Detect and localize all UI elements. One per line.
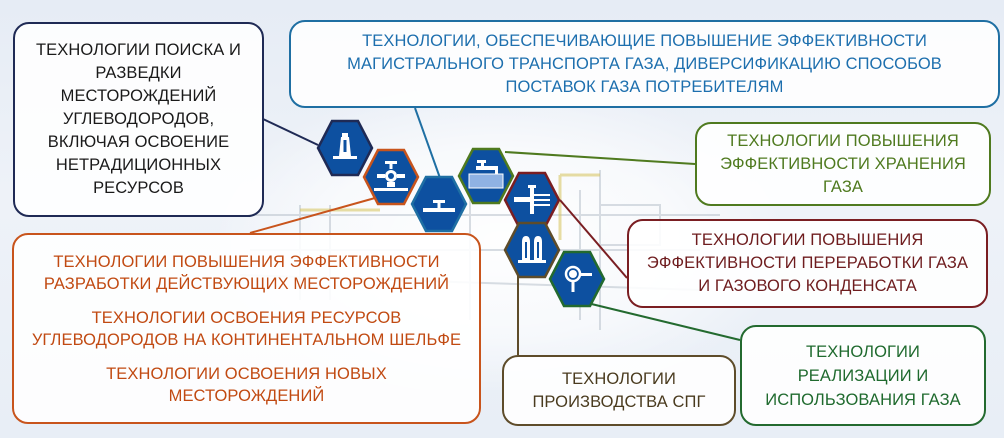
- box-line: ТЕХНОЛОГИИ ПОВЫШЕНИЯ: [727, 131, 959, 150]
- box-transport-technologies: ТЕХНОЛОГИИ, ОБЕСПЕЧИВАЮЩИЕ ПОВЫШЕНИЕ ЭФФ…: [289, 20, 1000, 108]
- box-line: ЭФФЕКТИВНОСТИ ХРАНЕНИЯ: [720, 154, 966, 173]
- connector-transport: [414, 107, 441, 179]
- connector-usage: [574, 299, 741, 341]
- hex-gas-usage[interactable]: [548, 250, 606, 308]
- box-line: НЕТРАДИЦИОННЫХ: [55, 156, 222, 174]
- drilling-rig-icon: [333, 133, 357, 159]
- box-line: ПРОИЗВОДСТВА СПГ: [532, 392, 706, 411]
- box-line: ТЕХНОЛОГИИ ПОИСКА И: [36, 41, 241, 59]
- box-line: МАГИСТРАЛЬНОГО ТРАНСПОРТА ГАЗА, ДИВЕРСИФ…: [347, 54, 942, 73]
- box-line: МЕСТОРОЖДЕНИЙ: [60, 87, 217, 105]
- box-line: ТЕХНОЛОГИИ ОСВОЕНИЯ НОВЫХ: [106, 364, 387, 383]
- box-line: УГЛЕВОДОРОДОВ НА КОНТИНЕНТАЛЬНОМ ШЕЛЬФЕ: [31, 330, 462, 349]
- box-processing-technologies: ТЕХНОЛОГИИ ПОВЫШЕНИЯ ЭФФЕКТИВНОСТИ ПЕРЕР…: [627, 219, 988, 308]
- box-line: ИСПОЛЬЗОВАНИЯ ГАЗА: [765, 390, 961, 409]
- box-exploration-technologies: ТЕХНОЛОГИИ ПОИСКА И РАЗВЕДКИ МЕСТОРОЖДЕН…: [13, 22, 264, 217]
- box-line: И ГАЗОВОГО КОНДЕНСАТА: [698, 277, 917, 295]
- production-paragraph-existing-fields: ТЕХНОЛОГИИ ПОВЫШЕНИЯ ЭФФЕКТИВНОСТИ РАЗРА…: [44, 251, 449, 295]
- production-paragraph-new-fields: ТЕХНОЛОГИИ ОСВОЕНИЯ НОВЫХ МЕСТОРОЖДЕНИЙ: [106, 363, 387, 407]
- hex-pipeline[interactable]: [410, 175, 468, 233]
- box-line: ТЕХНОЛОГИИ ПОВЫШЕНИЯ ЭФФЕКТИВНОСТИ: [53, 252, 440, 271]
- box-line: ЭФФЕКТИВНОСТИ ПЕРЕРАБОТКИ ГАЗА: [646, 254, 969, 272]
- pipeline-icon: [423, 200, 455, 212]
- box-line: ТЕХНОЛОГИИ: [806, 342, 920, 361]
- box-line: ГАЗА: [822, 177, 864, 196]
- box-storage-technologies: ТЕХНОЛОГИИ ПОВЫШЕНИЯ ЭФФЕКТИВНОСТИ ХРАНЕ…: [695, 122, 991, 206]
- box-line: ТЕХНОЛОГИИ ПОВЫШЕНИЯ: [691, 231, 924, 249]
- hex-storage-tank[interactable]: [457, 147, 515, 205]
- box-line: РЕАЛИЗАЦИИ И: [797, 366, 929, 385]
- lng-tanks-icon: [518, 236, 546, 263]
- box-line: ВКЛЮЧАЯ ОСВОЕНИЕ: [47, 133, 230, 151]
- gas-usage-icon: [564, 265, 592, 292]
- box-line: ПОСТАВОК ГАЗА ПОТРЕБИТЕЛЯМ: [505, 77, 784, 96]
- connector-search: [262, 118, 319, 146]
- connector-storage: [504, 151, 696, 165]
- valve-icon: [374, 161, 408, 191]
- box-lng-technologies: ТЕХНОЛОГИИ ПРОИЗВОДСТВА СПГ: [502, 355, 736, 426]
- box-line: РАЗВЕДКИ: [95, 64, 182, 82]
- box-line: ТЕХНОЛОГИИ, ОБЕСПЕЧИВАЮЩИЕ ПОВЫШЕНИЕ ЭФФ…: [362, 31, 927, 50]
- box-line: УГЛЕВОДОРОДОВ,: [62, 110, 215, 128]
- box-gas-usage-technologies: ТЕХНОЛОГИИ РЕАЛИЗАЦИИ И ИСПОЛЬЗОВАНИЯ ГА…: [740, 325, 986, 426]
- production-paragraph-shelf: ТЕХНОЛОГИИ ОСВОЕНИЯ РЕСУРСОВ УГЛЕВОДОРОД…: [32, 307, 461, 351]
- hex-valve[interactable]: [362, 148, 420, 206]
- hex-drilling-rig[interactable]: [316, 119, 374, 177]
- hex-lng-tanks[interactable]: [503, 221, 561, 279]
- box-line: ТЕХНОЛОГИИ: [562, 369, 676, 388]
- storage-tank-icon: [468, 160, 504, 189]
- box-line: ТЕХНОЛОГИИ ОСВОЕНИЯ РЕСУРСОВ: [91, 308, 402, 327]
- hex-processing-unit[interactable]: [503, 171, 561, 229]
- box-line: РАЗРАБОТКИ ДЕЙСТВУЮЩИХ МЕСТОРОЖДЕНИЙ: [43, 274, 450, 293]
- processing-unit-icon: [514, 185, 550, 214]
- box-production-technologies: ТЕХНОЛОГИИ ПОВЫШЕНИЯ ЭФФЕКТИВНОСТИ РАЗРА…: [12, 233, 481, 424]
- box-line: РЕСУРСОВ: [93, 179, 184, 197]
- box-line: МЕСТОРОЖДЕНИЙ: [168, 386, 325, 405]
- connector-processing: [559, 199, 628, 279]
- connector-production: [249, 197, 376, 234]
